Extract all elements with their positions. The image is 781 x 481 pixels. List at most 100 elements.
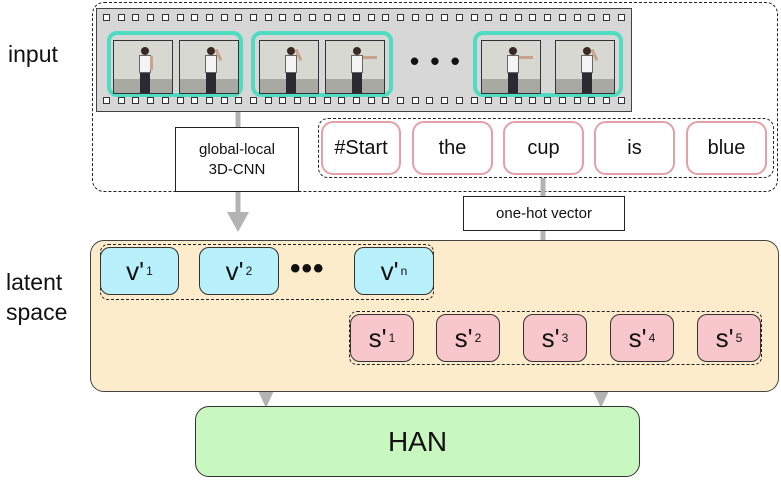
cnn-label-line2: 3D-CNN <box>208 160 266 178</box>
video-frame <box>481 40 541 94</box>
sprocket-hole <box>279 14 287 21</box>
cnn-encoder-box: global-local 3D-CNN <box>175 127 299 192</box>
sprocket-hole <box>441 14 449 21</box>
latent-space-label-line1: latent <box>6 269 63 295</box>
sentence-token: s'3 <box>523 314 587 362</box>
sprocket-hole <box>485 97 493 104</box>
sprocket-hole <box>308 97 316 104</box>
sprocket-hole <box>588 97 596 104</box>
word-token: cup <box>503 121 584 175</box>
sprocket-hole <box>411 14 419 21</box>
sprocket-hole <box>588 14 596 21</box>
visual-token: v'2 <box>199 247 279 295</box>
sentence-token: s'4 <box>610 314 674 362</box>
sprocket-hole <box>441 97 449 104</box>
sprocket-hole <box>382 97 390 104</box>
sprocket-hole <box>323 14 331 21</box>
sprocket-hole <box>529 97 537 104</box>
sprocket-hole <box>544 97 552 104</box>
video-frame <box>555 40 615 94</box>
sprocket-hole <box>470 14 478 21</box>
sprocket-hole <box>617 97 625 104</box>
sprocket-hole <box>323 97 331 104</box>
sprocket-hole <box>514 97 522 104</box>
input-region <box>92 2 778 192</box>
sprocket-hole <box>470 97 478 104</box>
sprocket-hole <box>191 97 199 104</box>
sprocket-hole <box>573 97 581 104</box>
sprocket-hole <box>485 14 493 21</box>
sprocket-hole <box>558 14 566 21</box>
sprocket-hole <box>264 14 272 21</box>
sprocket-hole <box>602 14 610 21</box>
sprocket-hole <box>455 97 463 104</box>
video-clip <box>251 31 393 97</box>
video-clip <box>473 31 623 97</box>
sprocket-hole <box>544 14 552 21</box>
sprocket-hole <box>117 14 125 21</box>
sprocket-hole <box>117 97 125 104</box>
sprocket-hole <box>103 14 110 21</box>
sprocket-hole <box>161 97 169 104</box>
sprocket-hole <box>176 97 184 104</box>
one-hot-vector-box: one-hot vector <box>463 196 625 231</box>
sprocket-hole <box>191 14 199 21</box>
sprocket-hole <box>426 97 434 104</box>
sprocket-hole <box>205 97 213 104</box>
han-module: HAN <box>195 406 640 477</box>
sprocket-hole <box>499 14 507 21</box>
cnn-label-line1: global-local <box>199 140 275 158</box>
sentence-token-row <box>349 311 762 365</box>
sprocket-hole <box>352 97 360 104</box>
sprocket-hole <box>367 97 375 104</box>
sprocket-hole <box>294 97 302 104</box>
film-sprockets-bottom <box>103 97 625 106</box>
sentence-token: s'1 <box>350 314 414 362</box>
visual-token-ellipsis: ••• <box>290 252 325 285</box>
latent-space-label-line2: space <box>6 299 68 325</box>
sprocket-hole <box>250 97 258 104</box>
video-clip <box>107 31 243 97</box>
video-film-strip <box>96 8 632 112</box>
visual-token: v'n <box>354 247 434 295</box>
sprocket-hole <box>397 97 405 104</box>
sprocket-hole <box>147 14 155 21</box>
sprocket-hole <box>103 97 110 104</box>
sprocket-hole <box>367 14 375 21</box>
sprocket-hole <box>397 14 405 21</box>
sprocket-hole <box>338 97 346 104</box>
sprocket-hole <box>279 97 287 104</box>
sprocket-hole <box>558 97 566 104</box>
sprocket-hole <box>161 14 169 21</box>
sprocket-hole <box>617 14 625 21</box>
visual-token: v'1 <box>100 247 179 295</box>
word-token: is <box>594 121 675 175</box>
sprocket-hole <box>264 97 272 104</box>
sprocket-hole <box>250 14 258 21</box>
sprocket-hole <box>529 14 537 21</box>
sprocket-hole <box>176 14 184 21</box>
sentence-token: s'5 <box>697 314 761 362</box>
video-frame <box>325 40 385 94</box>
sprocket-hole <box>514 14 522 21</box>
sprocket-hole <box>382 14 390 21</box>
video-frame <box>259 40 319 94</box>
sprocket-hole <box>338 14 346 21</box>
video-frame <box>179 40 239 94</box>
sprocket-hole <box>602 97 610 104</box>
sprocket-hole <box>499 97 507 104</box>
sprocket-hole <box>220 97 228 104</box>
video-frame <box>113 40 173 94</box>
word-token: blue <box>686 121 767 175</box>
sprocket-hole <box>455 14 463 21</box>
input-label: input <box>8 41 58 67</box>
sprocket-hole <box>294 14 302 21</box>
sprocket-hole <box>411 97 419 104</box>
sprocket-hole <box>220 14 228 21</box>
sprocket-hole <box>308 14 316 21</box>
word-token: #Start <box>321 121 401 175</box>
film-sprockets-top <box>103 14 625 23</box>
sprocket-hole <box>426 14 434 21</box>
sprocket-hole <box>352 14 360 21</box>
video-ellipsis: • • • <box>410 46 462 76</box>
